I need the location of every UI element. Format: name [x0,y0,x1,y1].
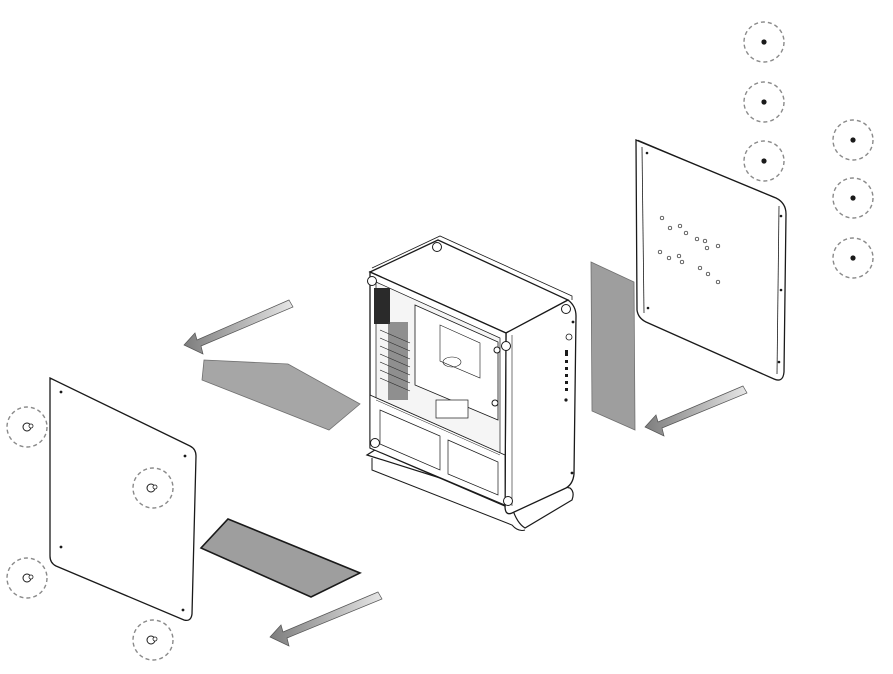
removal-arrow [184,300,293,354]
thumbscrew [833,238,873,278]
removal-arrow [270,592,382,646]
thumbscrew [7,558,47,598]
protective-film [591,262,635,430]
thumbscrew [7,407,47,447]
protective-film [202,360,360,430]
thumbscrew [744,141,784,181]
right-side-panel [636,140,786,380]
thumbscrew [133,620,173,660]
left-side-panel [50,378,196,620]
thumbscrew [744,82,784,122]
protective-film [201,519,360,597]
removal-arrow [645,386,747,436]
chassis [367,236,576,530]
thumbscrew [833,120,873,160]
thumbscrew [744,22,784,62]
thumbscrew [833,178,873,218]
